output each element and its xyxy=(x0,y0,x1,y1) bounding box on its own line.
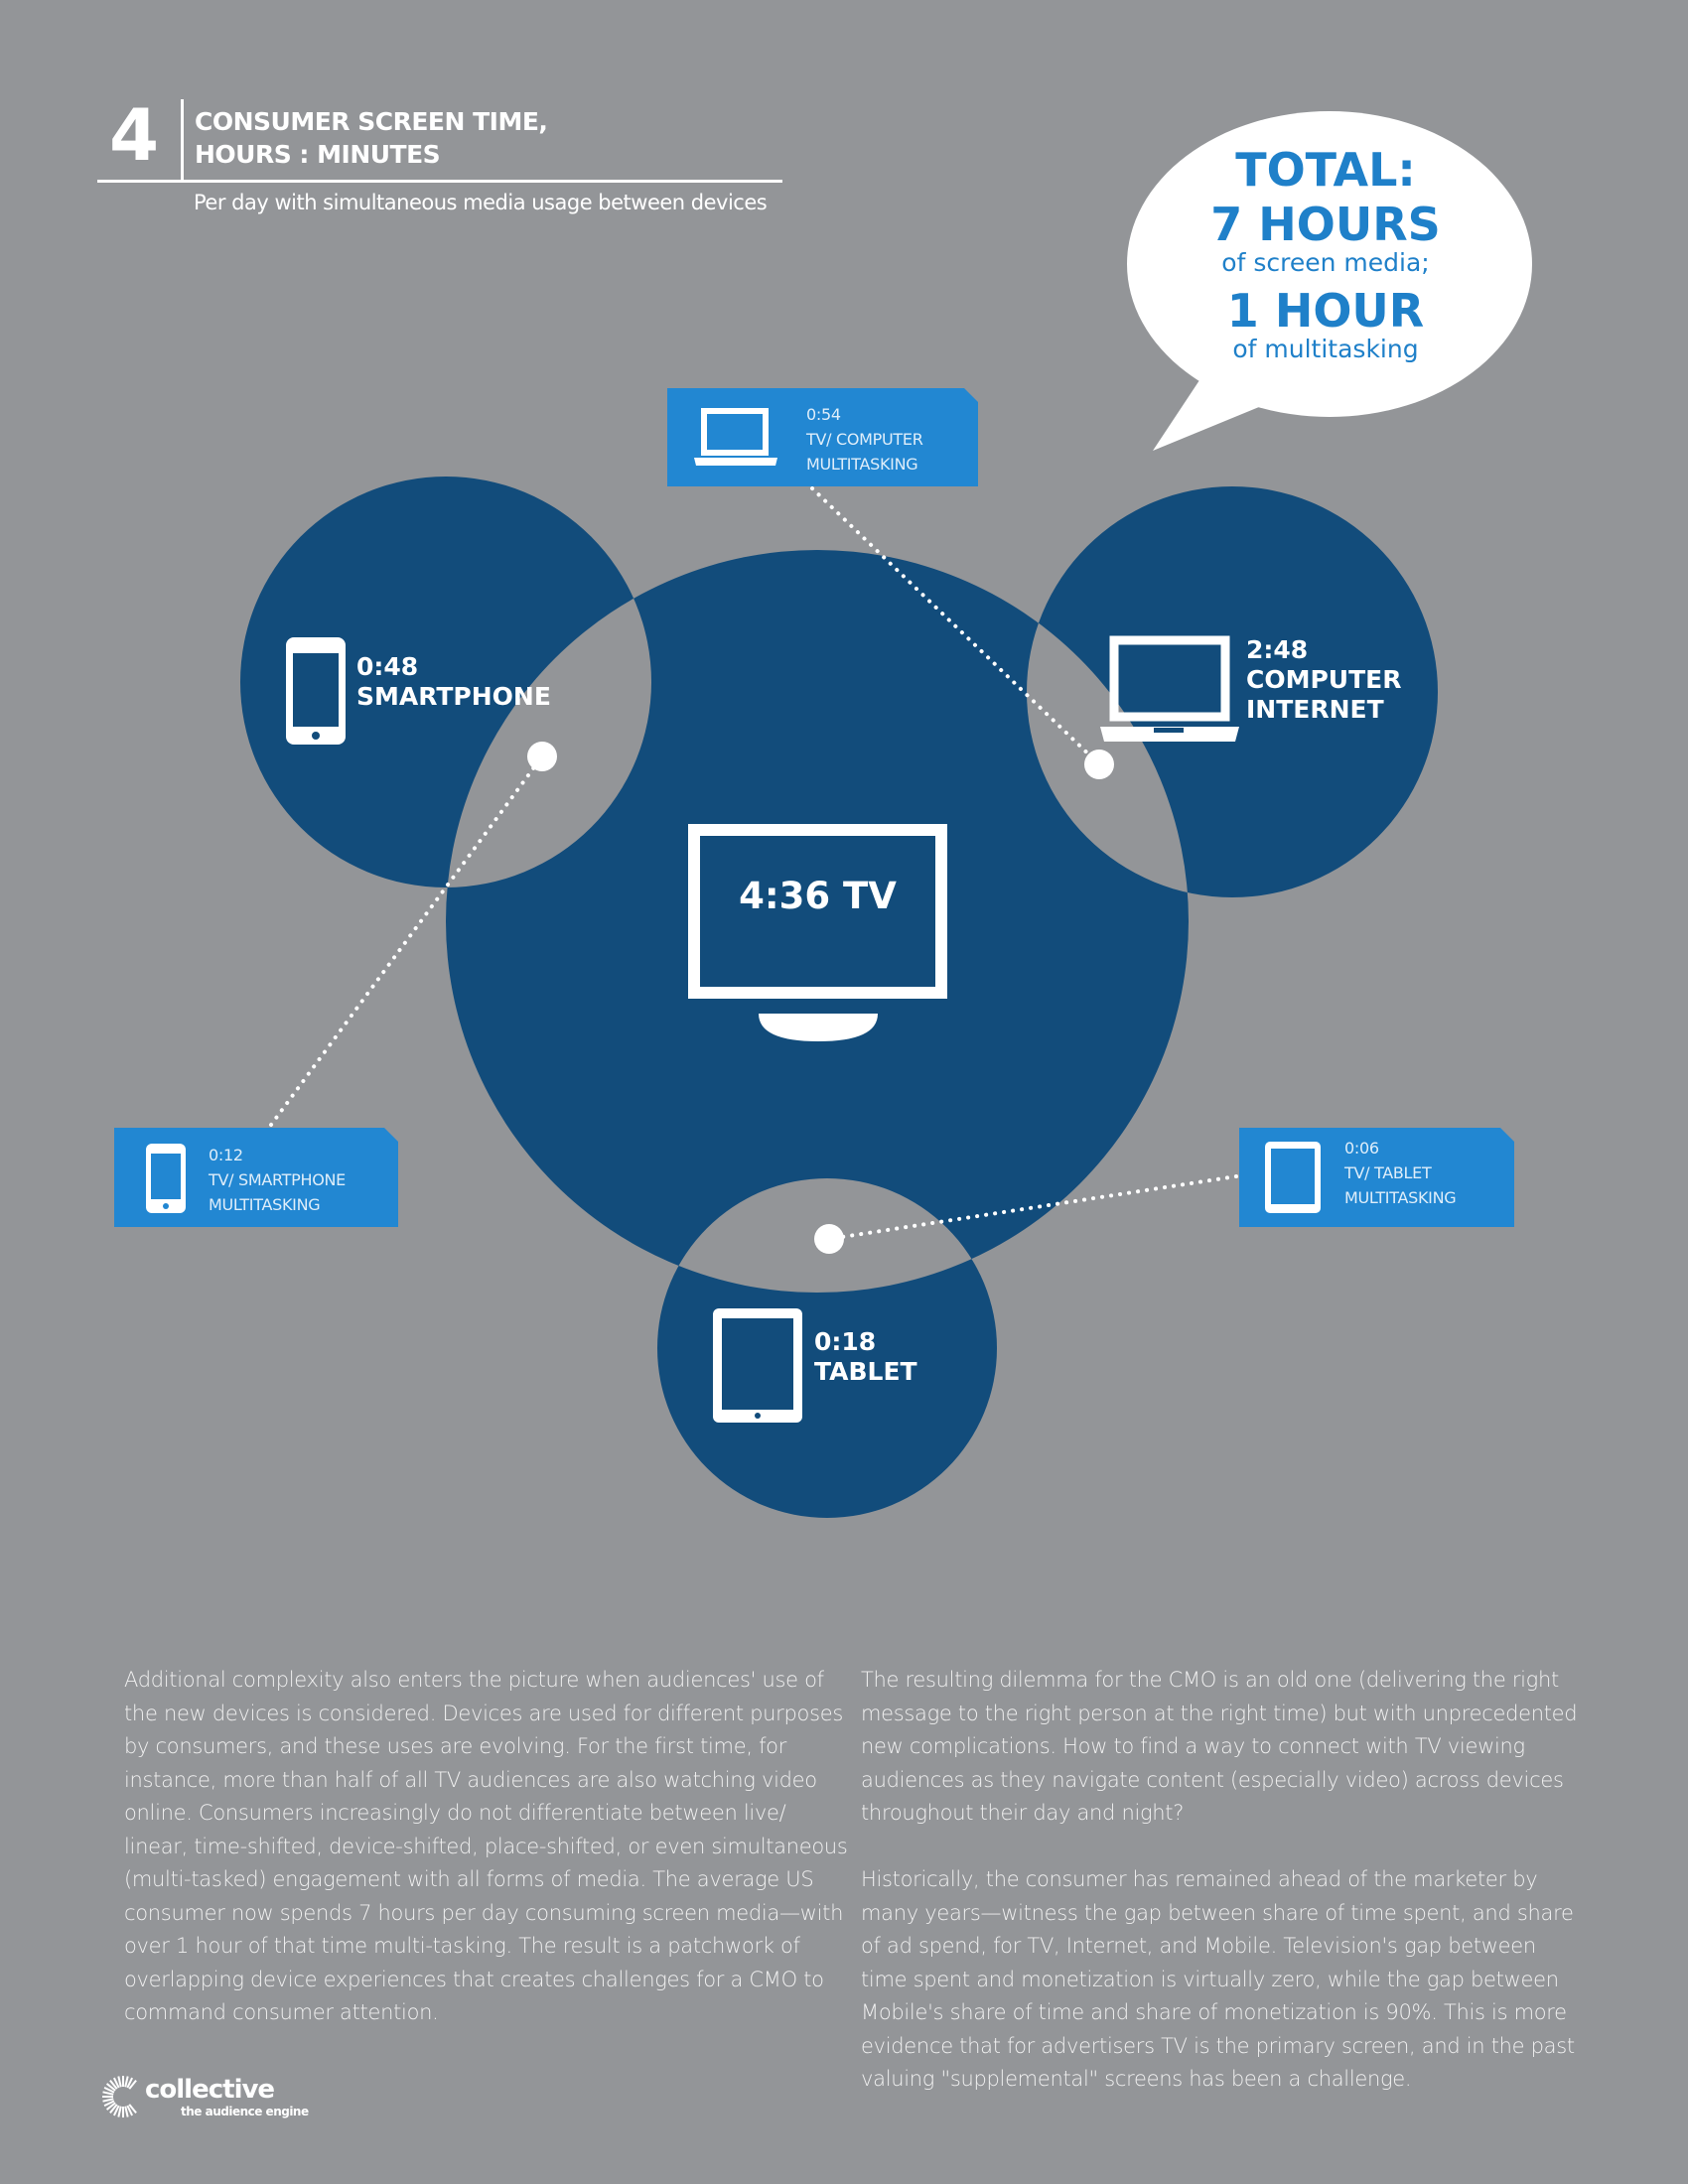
divider-vertical xyxy=(181,99,184,181)
connector-smartphone xyxy=(269,754,544,1127)
body-text-line: new complications. How to find a way to … xyxy=(861,1734,1525,1758)
body-text-line: of ad spend, for TV, Internet, and Mobil… xyxy=(861,1934,1536,1958)
multitasking-text: 0:54 TV/ COMPUTER MULTITASKING xyxy=(806,402,923,477)
body-text-line: throughout their day and night? xyxy=(861,1801,1185,1825)
body-text-line: Mobile's share of time and share of mone… xyxy=(861,2000,1567,2024)
smartphone-time: 0:48 xyxy=(356,652,419,681)
body-text-line: message to the right person at the right… xyxy=(861,1701,1578,1725)
multitasking-box-tablet: 0:06 TV/ TABLET MULTITASKING xyxy=(1239,1128,1514,1227)
body-right-column: The resulting dilemma for the CMO is an … xyxy=(861,1664,1578,2097)
smartphone-icon xyxy=(286,637,346,745)
multitasking-label: MULTITASKING xyxy=(806,455,918,474)
smartphone-label: 0:48 SMARTPHONE xyxy=(356,652,551,712)
bubble-line-2: 7 HOURS xyxy=(1210,198,1441,251)
multitasking-box-computer: 0:54 TV/ COMPUTER MULTITASKING xyxy=(667,388,978,486)
bubble-line-4: 1 HOUR xyxy=(1226,284,1425,338)
computer-time: 2:48 xyxy=(1246,635,1309,664)
title-line-2: HOURS : MINUTES xyxy=(195,140,441,169)
overlap-dot-computer xyxy=(1084,750,1114,779)
bubble-line-5: of multitasking xyxy=(1232,335,1419,363)
multitasking-devices: TV/ TABLET xyxy=(1344,1163,1432,1182)
body-text-line: over 1 hour of that time multi-tasking. … xyxy=(124,1934,800,1958)
body-text-line: linear, time-shifted, device-shifted, pl… xyxy=(124,1834,848,1858)
body-text-line: Historically, the consumer has remained … xyxy=(861,1867,1538,1891)
smartphone-name: SMARTPHONE xyxy=(356,682,551,711)
multitasking-devices: TV/ COMPUTER xyxy=(806,430,923,449)
body-text-line: The resulting dilemma for the CMO is an … xyxy=(861,1668,1559,1692)
multitasking-label: MULTITASKING xyxy=(209,1195,321,1214)
connector-computer xyxy=(810,486,1101,766)
multitasking-label: MULTITASKING xyxy=(1344,1188,1457,1207)
logo-burst-icon xyxy=(102,2076,137,2117)
body-text-line: (multi-tasked) engagement with all forms… xyxy=(124,1867,814,1891)
computer-label: 2:48 COMPUTER INTERNET xyxy=(1246,635,1401,725)
divider-horizontal xyxy=(97,180,782,183)
body-text-line: online. Consumers increasingly do not di… xyxy=(124,1801,786,1825)
multitasking-text: 0:12 TV/ SMARTPHONE MULTITASKING xyxy=(209,1143,346,1217)
multitasking-box-smartphone: 0:12 TV/ SMARTPHONE MULTITASKING xyxy=(114,1128,398,1227)
computer-name-2: INTERNET xyxy=(1246,695,1384,724)
laptop-icon xyxy=(1100,635,1239,742)
multitasking-devices: TV/ SMARTPHONE xyxy=(209,1170,346,1189)
body-text-line: the new devices is considered. Devices a… xyxy=(124,1701,843,1725)
tablet-time: 0:18 xyxy=(814,1327,877,1356)
laptop-icon xyxy=(694,408,779,468)
tablet-name: TABLET xyxy=(814,1357,917,1386)
body-text-line: consumer now spends 7 hours per day cons… xyxy=(124,1900,844,1925)
body-text-line: by consumers, and these uses are evolvin… xyxy=(124,1734,787,1758)
collective-logo: collective the audience engine xyxy=(101,2075,309,2122)
speech-bubble xyxy=(1127,111,1532,451)
section-number: 4 xyxy=(109,93,160,177)
tv-label: 4:36 TV xyxy=(739,875,897,917)
body-left-column: Additional complexity also enters the pi… xyxy=(124,1664,848,2030)
bubble-line-1: TOTAL: xyxy=(1235,143,1416,197)
overlap-dot-smartphone xyxy=(527,742,557,771)
subtitle: Per day with simultaneous media usage be… xyxy=(194,191,768,214)
body-text-line: instance, more than half of all TV audie… xyxy=(124,1767,817,1792)
computer-name-1: COMPUTER xyxy=(1246,665,1402,694)
body-text-line: many years—witness the gap between share… xyxy=(861,1900,1574,1925)
tablet-label: 0:18 TABLET xyxy=(814,1327,917,1387)
page-title: CONSUMER SCREEN TIME, HOURS : MINUTES xyxy=(195,105,548,171)
paragraph-gap xyxy=(861,1831,1576,1864)
tablet-icon xyxy=(1265,1142,1321,1213)
bubble-line-3: of screen media; xyxy=(1221,248,1430,277)
title-line-1: CONSUMER SCREEN TIME, xyxy=(195,107,548,136)
overlap-dot-tablet xyxy=(814,1224,844,1254)
body-text-line: valuing "supplemental" screens has been … xyxy=(861,2067,1412,2091)
logo-tagline: the audience engine xyxy=(181,2105,309,2118)
multitasking-time: 0:12 xyxy=(209,1146,243,1164)
body-text-line: command consumer attention. xyxy=(124,2000,439,2024)
multitasking-time: 0:06 xyxy=(1344,1139,1379,1158)
body-text-line: time spent and monetization is virtually… xyxy=(861,1967,1559,1991)
body-text-line: audiences as they navigate content (espe… xyxy=(861,1767,1564,1792)
body-text-line: Additional complexity also enters the pi… xyxy=(124,1668,824,1692)
body-text-line: overlapping device experiences that crea… xyxy=(124,1967,824,1991)
logo-name: collective xyxy=(145,2075,275,2105)
multitasking-time: 0:54 xyxy=(806,405,841,424)
body-text-line: evidence that for advertisers TV is the … xyxy=(861,2033,1575,2058)
multitasking-text: 0:06 TV/ TABLET MULTITASKING xyxy=(1344,1136,1456,1210)
tablet-icon xyxy=(713,1308,802,1423)
tv-icon xyxy=(688,824,947,1041)
smartphone-icon xyxy=(144,1144,188,1213)
connector-tablet xyxy=(827,1174,1238,1241)
tv-smartphone-overlap xyxy=(446,550,651,887)
